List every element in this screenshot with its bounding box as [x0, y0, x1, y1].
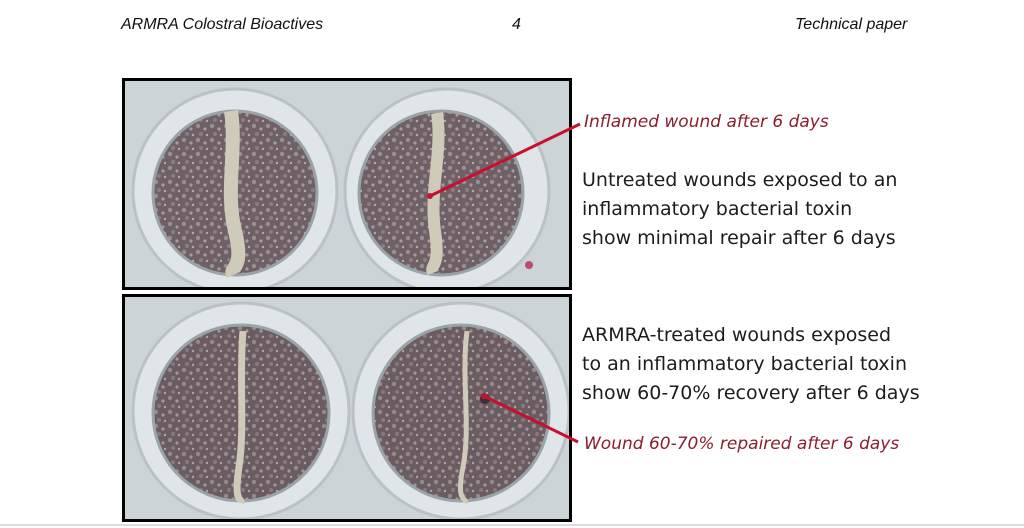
header-page-number: 4 — [512, 16, 521, 33]
treated-wells-photo — [122, 294, 572, 522]
description-line: show 60-70% recovery after 6 days — [582, 382, 920, 404]
page-bottom-divider — [0, 524, 1024, 526]
header-document-type: Technical paper — [795, 16, 908, 33]
untreated-description: Untreated wounds exposed to an inflammat… — [582, 166, 897, 253]
top-annotation: Inflamed wound after 6 days — [584, 112, 829, 132]
treated-description: ARMRA-treated wounds exposed to an infla… — [582, 321, 920, 408]
bottom-annotation: Wound 60-70% repaired after 6 days — [584, 434, 900, 454]
description-line: ARMRA-treated wounds exposed — [582, 324, 892, 346]
description-line: Untreated wounds exposed to an — [582, 169, 898, 191]
description-line: to an inflammatory bacterial toxin — [582, 353, 907, 375]
untreated-wells-photo — [122, 78, 572, 290]
description-line: show minimal repair after 6 days — [582, 227, 896, 249]
description-line: inflammatory bacterial toxin — [582, 198, 853, 220]
header-document-title: ARMRA Colostral Bioactives — [121, 16, 324, 33]
